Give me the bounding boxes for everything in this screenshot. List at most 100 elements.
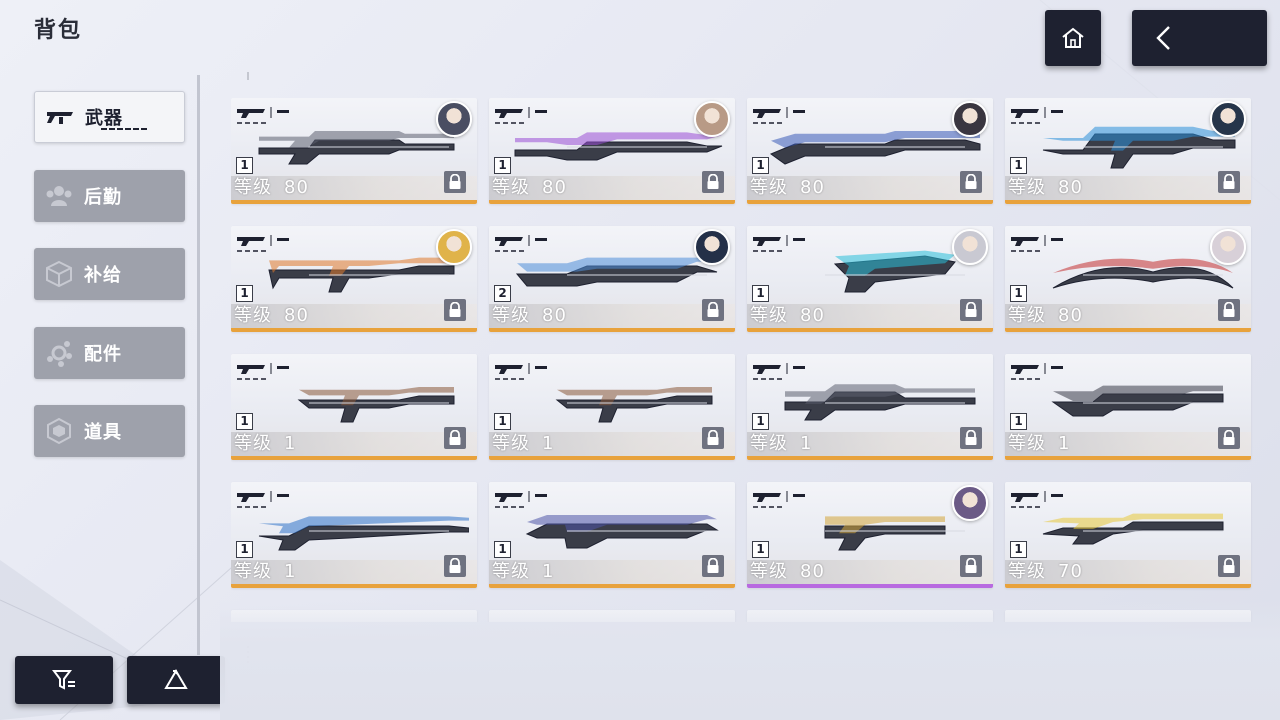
level-label: 等级	[750, 561, 788, 582]
weapon-type-icon	[237, 491, 289, 508]
weapon-type-icon	[753, 491, 805, 508]
lock-icon[interactable]	[702, 555, 724, 577]
weapon-image	[258, 131, 455, 165]
weapon-card[interactable]	[1005, 610, 1251, 622]
filter-button[interactable]	[15, 656, 113, 704]
level-strip	[489, 432, 735, 456]
level-label: 等级	[750, 177, 788, 198]
sidebar-item-logistics[interactable]: 后勤	[34, 170, 185, 222]
weapon-image	[769, 131, 981, 165]
weapon-card[interactable]	[231, 610, 477, 622]
rank-badge: 1	[494, 413, 511, 430]
lock-icon[interactable]	[1218, 299, 1240, 321]
character-avatar	[952, 101, 988, 137]
level-value: 80	[1058, 305, 1083, 326]
level-strip	[231, 560, 477, 584]
weapon-card[interactable]: 1 等级 1	[489, 354, 735, 460]
home-icon	[1062, 27, 1084, 48]
rarity-bar	[231, 584, 477, 588]
lock-icon[interactable]	[444, 555, 466, 577]
weapon-card[interactable]	[747, 610, 993, 622]
weapon-type-icon	[753, 363, 805, 380]
weapon-card[interactable]	[489, 610, 735, 622]
weapon-type-icon	[495, 363, 547, 380]
weapon-image	[258, 516, 469, 551]
rank-badge: 1	[1010, 157, 1027, 174]
weapon-image	[1052, 258, 1234, 289]
lock-icon[interactable]	[1218, 427, 1240, 449]
lock-icon[interactable]	[1218, 555, 1240, 577]
weapon-image	[1051, 385, 1224, 417]
level-value: 80	[800, 561, 825, 582]
character-avatar	[436, 101, 472, 137]
level-value: 1	[542, 433, 555, 454]
level-strip	[747, 432, 993, 456]
weapon-image	[784, 384, 976, 421]
sidebar-item-parts[interactable]: 配件	[34, 327, 185, 379]
sidebar-item-label: 后勤	[84, 187, 122, 208]
level-strip	[231, 304, 477, 328]
weapon-type-icon	[495, 491, 547, 508]
level-label: 等级	[234, 177, 272, 198]
lock-icon[interactable]	[702, 171, 724, 193]
level-strip	[489, 176, 735, 200]
level-value: 80	[1058, 177, 1083, 198]
rarity-bar	[489, 200, 735, 204]
lock-icon[interactable]	[960, 171, 982, 193]
rarity-bar	[489, 328, 735, 332]
lock-icon[interactable]	[960, 427, 982, 449]
lock-icon[interactable]	[702, 299, 724, 321]
sidebar-item-weapons[interactable]: 武器	[34, 91, 185, 143]
lock-icon[interactable]	[444, 171, 466, 193]
recycle-button[interactable]	[127, 656, 225, 704]
character-avatar	[1210, 101, 1246, 137]
rarity-bar	[231, 200, 477, 204]
recycle-icon	[164, 669, 188, 689]
weapon-type-icon	[1011, 363, 1063, 380]
rank-badge: 1	[752, 413, 769, 430]
level-strip	[747, 560, 993, 584]
level-value: 70	[1058, 561, 1083, 582]
rank-badge: 1	[1010, 413, 1027, 430]
level-label: 等级	[492, 561, 530, 582]
lock-icon[interactable]	[960, 299, 982, 321]
weapon-type-icon	[237, 363, 289, 380]
lock-icon[interactable]	[702, 427, 724, 449]
level-value: 1	[542, 561, 555, 582]
lock-icon[interactable]	[1218, 171, 1240, 193]
weapon-type-icon	[237, 235, 289, 252]
rarity-bar	[1005, 328, 1251, 332]
lock-icon[interactable]	[444, 427, 466, 449]
level-label: 等级	[750, 433, 788, 454]
back-button[interactable]	[1132, 10, 1267, 66]
lock-icon[interactable]	[960, 555, 982, 577]
home-button[interactable]	[1045, 10, 1101, 66]
rarity-bar	[747, 200, 993, 204]
lock-icon[interactable]	[444, 299, 466, 321]
level-label: 等级	[492, 433, 530, 454]
level-strip	[489, 560, 735, 584]
sidebar-item-supply[interactable]: 补给	[34, 248, 185, 300]
sidebar-item-items[interactable]: 道具	[34, 405, 185, 457]
